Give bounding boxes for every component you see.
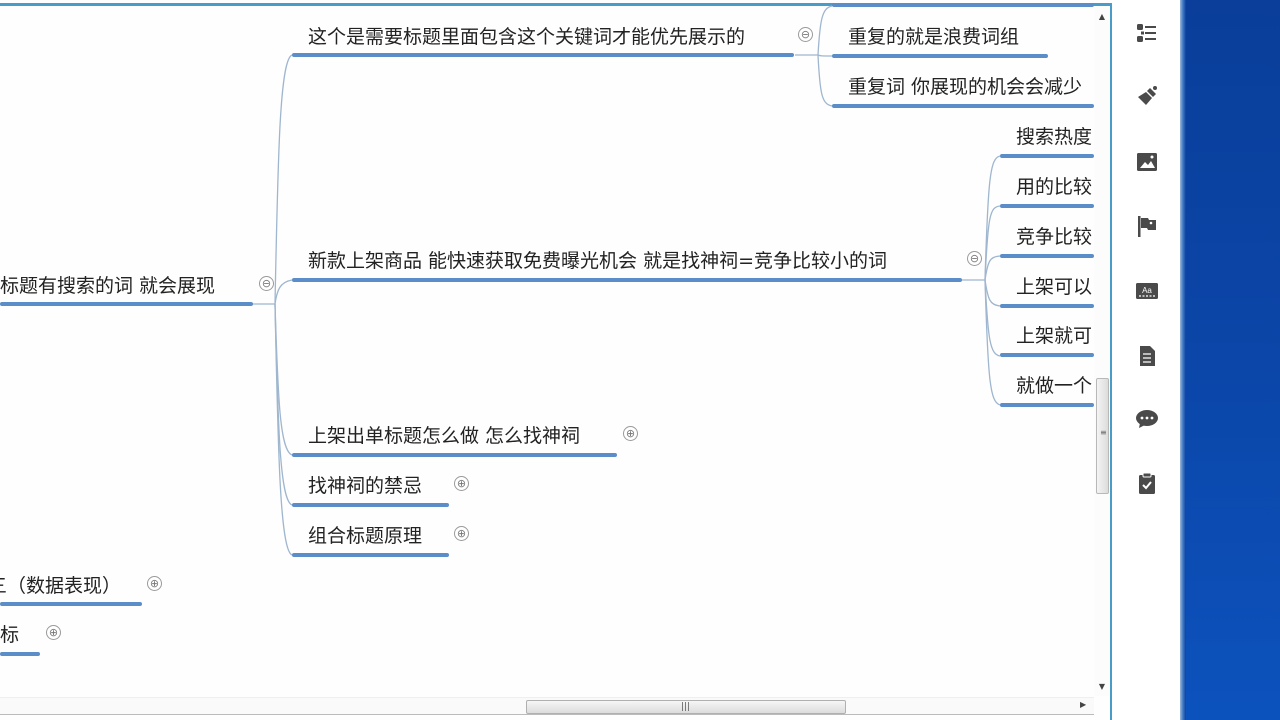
left-sibling-2-label[interactable]: 标 [0,624,20,646]
branch-1-collapse-toggle[interactable]: ⊖ [798,27,813,42]
canvas-top-border [0,3,1112,6]
branch-2-collapse-toggle[interactable]: ⊖ [967,251,982,266]
branch-1-underline [292,53,794,57]
marker-button[interactable] [1133,212,1161,240]
root-collapse-toggle[interactable]: ⊖ [259,276,274,291]
scroll-up-arrow-icon[interactable]: ▲ [1098,12,1106,21]
comments-button[interactable] [1133,405,1161,433]
tasks-button[interactable] [1133,469,1161,497]
connector-lines [250,5,1001,556]
text-format-icon: Aa [1136,283,1158,299]
root-topic-underline [0,302,253,306]
branch-1-child-1-label[interactable]: 重复的就是浪费词组 [848,26,1020,48]
branch-2-child-5-label[interactable]: 上架就可 [1016,325,1093,347]
horizontal-scrollbar[interactable]: ||| ▶ [0,697,1094,715]
mindmap-canvas[interactable]: 标题有搜索的词 就会展现 ⊖ 这个是需要标题里面包含这个关键词才能优先展示的 ⊖… [0,0,1112,720]
branch-2-child-1-label[interactable]: 搜索热度 [1016,126,1093,148]
branch-2-child-5-underline [1000,353,1094,357]
branch-1-child-2-label[interactable]: 重复词 你展现的机会会减少 [848,76,1083,98]
left-sibling-1-label[interactable]: 三（数据表现） [0,574,121,598]
left-sibling-1-expand-toggle[interactable]: ⊕ [147,576,162,591]
branch-2-child-2-underline [1000,204,1094,208]
grip-icon: ≡ [1100,428,1107,437]
svg-text:Aa: Aa [1142,286,1152,295]
branch-1-label[interactable]: 这个是需要标题里面包含这个关键词才能优先展示的 [308,26,746,48]
window-edge [1180,0,1186,720]
branch-1-prev-underline [832,3,1094,7]
right-toolbar: Aa [1113,0,1180,720]
branch-5-label[interactable]: 组合标题原理 [308,525,423,547]
vertical-scroll-thumb[interactable]: ≡ [1096,378,1109,494]
branch-1-child-2-underline [832,104,1094,108]
branch-2-label[interactable]: 新款上架商品 能快速获取免费曝光机会 就是找神祠=竞争比较小的词 [308,250,888,272]
branch-2-child-3-label[interactable]: 竞争比较 [1016,226,1093,248]
branch-2-child-6-label[interactable]: 就做一个 [1016,375,1093,397]
branch-2-child-6-underline [1000,403,1094,407]
left-sibling-1-underline [0,602,142,606]
desktop-background [1180,0,1280,720]
branch-4-underline [292,503,449,507]
horizontal-scroll-thumb[interactable]: ||| [526,700,846,714]
canvas-right-border [1110,3,1112,720]
branch-2-underline [292,278,962,282]
style-button[interactable] [1133,83,1161,111]
left-sibling-1-text: （数据表现） [7,575,122,597]
branch-4-expand-toggle[interactable]: ⊕ [454,476,469,491]
branch-3-expand-toggle[interactable]: ⊕ [623,426,638,441]
format-button[interactable]: Aa [1133,277,1161,305]
branch-2-child-4-label[interactable]: 上架可以 [1016,276,1093,298]
branch-2-child-2-label[interactable]: 用的比较 [1016,176,1093,198]
grip-icon: ||| [681,702,691,712]
branch-4-label[interactable]: 找神祠的禁忌 [308,475,423,497]
branch-2-child-1-underline [1000,154,1094,158]
scroll-right-arrow-icon[interactable]: ▶ [1080,700,1087,709]
branch-5-underline [292,553,449,557]
vertical-scrollbar[interactable]: ▲ ≡ ▼ [1094,6,1110,696]
image-button[interactable] [1133,148,1161,176]
root-topic-label[interactable]: 标题有搜索的词 就会展现 [0,275,216,297]
image-icon [1137,153,1157,171]
branch-5-expand-toggle[interactable]: ⊕ [454,526,469,541]
paintbrush-icon [1138,86,1157,105]
outline-icon [1137,24,1156,42]
branch-2-child-3-underline [1000,254,1094,258]
left-sibling-1-prefix: 三 [0,575,7,597]
flag-icon [1138,216,1156,237]
comment-icon [1136,410,1158,428]
branch-3-underline [292,453,617,457]
left-sibling-2-underline [0,652,40,656]
branch-3-label[interactable]: 上架出单标题怎么做 怎么找神祠 [308,425,581,447]
outline-button[interactable] [1133,19,1161,47]
left-sibling-2-expand-toggle[interactable]: ⊕ [46,625,61,640]
branch-2-child-4-underline [1000,304,1094,308]
scroll-down-arrow-icon[interactable]: ▼ [1098,682,1106,691]
document-icon [1140,346,1155,366]
clipboard-check-icon [1139,472,1155,494]
branch-1-child-1-underline [832,54,1048,58]
notes-button[interactable] [1133,342,1161,370]
